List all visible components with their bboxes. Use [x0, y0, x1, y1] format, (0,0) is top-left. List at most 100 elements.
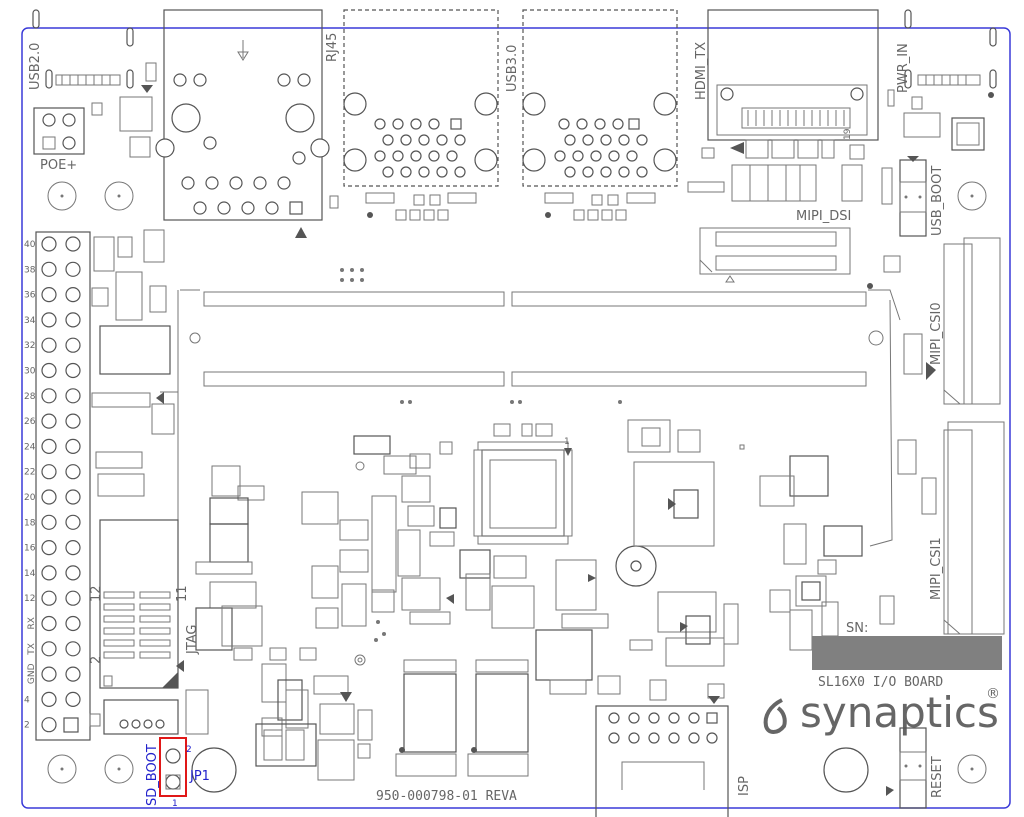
- header-pin-label: RX: [27, 617, 37, 629]
- jtag-label: JTAG: [185, 624, 200, 655]
- board-outline: [21, 27, 1011, 809]
- header-pin-pad: [41, 539, 57, 556]
- isp-label: ISP: [737, 776, 752, 796]
- pwr-in-connector: [887, 9, 997, 151]
- poe-connector: [33, 107, 85, 155]
- mipi-csi1-label: MIPI_CSI1: [929, 537, 944, 600]
- central-smd-components: [255, 435, 621, 781]
- header-pin-label: 32: [24, 341, 35, 351]
- poe-label: POE+: [40, 158, 77, 173]
- header-pin-pad: [41, 438, 57, 454]
- header-pin-label: GND: [27, 663, 37, 684]
- header-pin-pad: [65, 514, 81, 530]
- mipi-csi0-connector: [867, 237, 1001, 405]
- rj45-label: RJ45: [325, 33, 340, 62]
- header-pin-pad: [65, 590, 81, 606]
- header-pin-pad: [41, 261, 57, 277]
- header-pin-label: 22: [24, 468, 35, 478]
- header-pin-label: 36: [24, 291, 36, 301]
- jtag-pin11-label: 11: [175, 585, 190, 602]
- header-pin-pad: [65, 666, 81, 682]
- header-pin-pad: [65, 337, 81, 353]
- header-pin-pad: [41, 666, 57, 682]
- header-pin-label: 28: [24, 392, 36, 402]
- header-pin-pad: [41, 236, 57, 252]
- right-central-components: [627, 419, 895, 701]
- header-pin-label: 16: [24, 544, 36, 554]
- header-pin-label: 40: [24, 240, 36, 250]
- mipi-csi0-label: MIPI_CSI0: [929, 302, 944, 365]
- usb-boot-label: USB_BOOT: [930, 166, 945, 236]
- header-pin-pad: [41, 590, 57, 606]
- registered-mark: ®: [986, 686, 1000, 702]
- usb-boot-switch: [881, 156, 927, 237]
- header-pin-pad: [65, 312, 81, 328]
- header-pin-pad: [65, 565, 81, 581]
- mounting-holes: [47, 181, 987, 793]
- sd-boot-label: SD_BOOT: [145, 744, 160, 806]
- jp1-pin2-label: 2: [186, 745, 192, 755]
- jp1-pin1-label: 1: [172, 799, 178, 809]
- pwr-in-label: PWR_IN: [896, 43, 911, 93]
- header-pin-label: 34: [24, 316, 36, 326]
- header-pin-label: 26: [24, 417, 36, 427]
- header-pin-pad: [41, 287, 57, 303]
- header-pin-pad: [65, 464, 81, 480]
- usb2-connector: [32, 9, 157, 158]
- header-pin-pad: [65, 261, 81, 277]
- hdmi-label: HDMI_TX: [694, 42, 709, 100]
- header-pin-pad: [41, 388, 57, 404]
- jtag-connector: [99, 519, 184, 689]
- header-pin-label: 12: [24, 594, 35, 604]
- header-pin-pad: [65, 539, 81, 556]
- usb3-connector-b: [522, 9, 678, 221]
- gpio-header-40pin: [35, 231, 91, 741]
- header-pin-pad: [65, 691, 81, 708]
- header-pin-pad: [65, 615, 81, 632]
- rj45-connector: [155, 9, 339, 238]
- synaptics-logo-icon: [763, 698, 787, 734]
- part-number-label: 950-000798-01 REVA: [376, 789, 517, 804]
- header-pin-label: 4: [24, 695, 30, 705]
- header-pin-pad: [41, 691, 57, 708]
- header-pin-pad: [65, 362, 81, 379]
- header-pin-pad: [65, 413, 81, 429]
- serial-number-strip: [812, 636, 1002, 670]
- board-name-label: SL16X0 I/O BOARD: [818, 675, 943, 690]
- sd-boot-jumper-jp1: [159, 737, 187, 797]
- mipi-csi1-connector: [897, 421, 1005, 635]
- header-pin-pad: [41, 362, 57, 379]
- reset-button: [886, 727, 927, 809]
- isp-connector: [595, 696, 729, 817]
- header-pin-pad: [41, 514, 57, 530]
- header-pin-label: TX: [27, 643, 37, 656]
- sn-label: SN:: [846, 621, 868, 636]
- header-pin-pad: [41, 565, 57, 581]
- left-smd-components: [91, 229, 265, 661]
- header-pin-pad: [41, 489, 57, 505]
- header-pin-label: 2: [24, 721, 30, 731]
- module-connector: [160, 268, 901, 547]
- header-pin-pad: [41, 717, 57, 733]
- header-pin-pad: [41, 312, 57, 328]
- jp1-label: JP1: [189, 769, 210, 784]
- usb3-connector-a: [343, 9, 499, 221]
- reset-label: RESET: [930, 756, 945, 798]
- header-pin-pad: [65, 236, 81, 252]
- four-pin-connector: [89, 689, 209, 735]
- jtag-pin2-label: 2: [89, 656, 104, 664]
- header-pin-label: 18: [24, 518, 36, 528]
- header-pin-pad: [65, 641, 81, 657]
- mipi-dsi-connector: [699, 227, 901, 283]
- header-pin-label: 38: [24, 265, 36, 275]
- header-pin-pad: [41, 337, 57, 353]
- hdmi-connector: [687, 9, 879, 202]
- header-pin-pad: [65, 287, 81, 303]
- header-pin-label: 14: [24, 569, 36, 579]
- header-pin-pad: [41, 641, 57, 657]
- header-pin-pad: [65, 438, 81, 454]
- mipi-dsi-label: MIPI_DSI: [796, 209, 851, 224]
- header-pin-pad: [65, 489, 81, 505]
